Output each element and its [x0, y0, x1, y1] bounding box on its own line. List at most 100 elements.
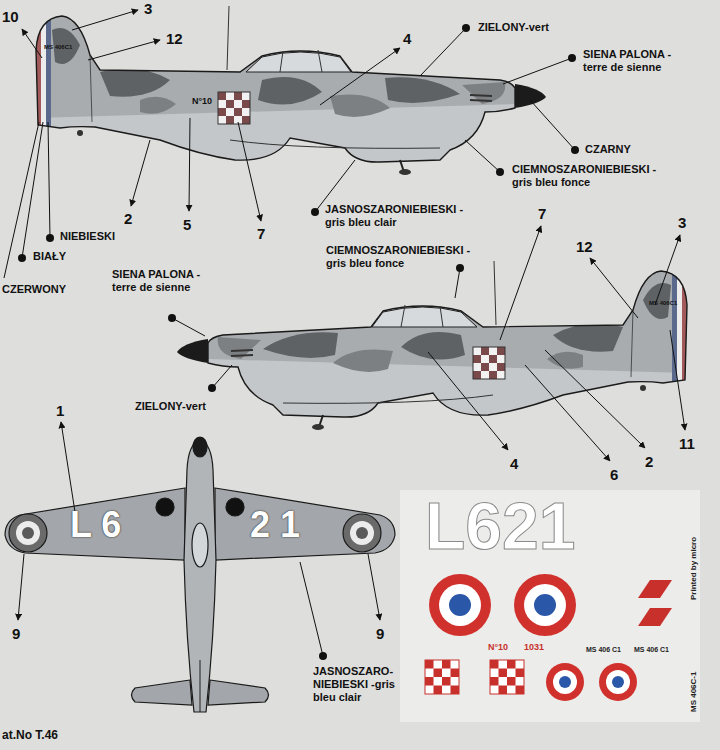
callout-number: 6	[610, 466, 618, 484]
illustration-part	[132, 680, 193, 705]
illustration-part	[356, 527, 368, 539]
illustration-part	[238, 122, 261, 221]
illustration-part	[638, 580, 672, 598]
aircraft-left-side	[36, 6, 546, 175]
illustration-part	[500, 226, 541, 340]
illustration-part	[638, 608, 672, 626]
callout-number: 2	[645, 453, 653, 471]
color-label: CZARNY	[585, 143, 631, 156]
illustration-part	[530, 100, 575, 150]
illustration-part	[496, 168, 504, 176]
callout-number: 9	[376, 625, 384, 643]
illustration-part	[22, 122, 43, 258]
color-label: SIENA PALONA -terre de sienne	[583, 48, 695, 74]
callout-number: 4	[403, 30, 411, 48]
callout-number: 1	[56, 402, 64, 420]
wing-marking: 2 1	[250, 507, 300, 543]
illustration-part	[559, 676, 571, 688]
illustration-part	[449, 594, 471, 616]
illustration-part	[599, 663, 637, 701]
illustration-part	[571, 146, 579, 154]
illustration-part	[545, 350, 645, 448]
leader-dots	[18, 24, 579, 660]
illustration-part	[590, 258, 638, 318]
illustration-part	[553, 670, 577, 694]
illustration-part	[215, 488, 395, 560]
illustration-part	[18, 254, 26, 262]
illustration-part	[670, 330, 685, 430]
illustration-part	[490, 660, 524, 694]
illustration-part	[524, 584, 566, 626]
illustration-part	[400, 490, 700, 722]
color-label: CZERWONY	[2, 283, 66, 296]
illustration-part	[514, 574, 576, 636]
wing-marking: L 6	[70, 507, 121, 543]
callout-number: 10	[2, 8, 19, 26]
aircraft-right-side	[177, 261, 687, 430]
illustration-part	[503, 58, 572, 84]
marking-text: MS 406C1	[649, 300, 677, 307]
illustration-part	[22, 29, 42, 58]
color-label: JASNOSZARONIEBIESKI -gris bleu clair	[325, 203, 475, 229]
callout-number: 4	[510, 455, 518, 473]
illustration-part	[193, 437, 207, 457]
illustration-part	[319, 652, 327, 660]
callout-number: 11	[679, 435, 695, 453]
leader-lines	[4, 10, 685, 656]
illustration-part	[5, 488, 185, 560]
illustration-part	[22, 527, 34, 539]
illustration-part	[48, 122, 50, 238]
illustration-part	[168, 314, 176, 322]
illustration-part	[72, 10, 138, 30]
callout-number: 5	[183, 216, 191, 234]
illustration-part	[131, 140, 150, 206]
decal-sheet	[400, 490, 700, 722]
illustration-part	[456, 264, 464, 272]
illustration-part	[200, 660, 201, 712]
callout-number: 3	[144, 0, 152, 18]
decal-text: MS 406 C1	[634, 646, 669, 654]
color-label: ZIELONY-vert	[478, 21, 549, 34]
marking-text: MS 406C1	[44, 44, 72, 51]
color-label: JASNOSZARO- NIEBIESKI -gris bleu clair	[313, 665, 413, 705]
illustration-part	[428, 352, 508, 450]
callout-number: 7	[257, 225, 265, 243]
color-label: SIENA PALONA -terre de sienne	[112, 268, 224, 294]
callout-number: 2	[124, 210, 132, 228]
illustration-part	[208, 680, 269, 705]
illustration-part	[184, 438, 216, 712]
illustration-part	[455, 268, 460, 298]
illustration-part	[425, 660, 459, 694]
illustration-part	[606, 670, 630, 694]
color-label: ZIELONY-vert	[135, 400, 206, 413]
illustration-part	[9, 514, 47, 552]
illustration-part	[16, 521, 40, 545]
illustration-part	[568, 54, 576, 62]
illustration-part	[368, 554, 380, 620]
decal-text: 1031	[524, 642, 544, 653]
illustration-part	[350, 521, 374, 545]
color-label: BIAŁY	[33, 250, 66, 263]
catalog-number: at.No T.46	[2, 728, 58, 742]
decal-text: MS 406 C1	[586, 646, 621, 654]
decal-text: L621	[425, 493, 575, 559]
callout-number: 7	[538, 205, 546, 223]
illustration-part	[320, 48, 400, 105]
illustration-part	[172, 318, 205, 336]
decal-text: Printed by micro	[689, 537, 699, 600]
illustration-part	[88, 40, 160, 60]
illustration-part	[226, 498, 244, 516]
callout-number: 3	[678, 214, 686, 232]
color-label: CIEMNOSZARONIEBIESKI -gris bleu fonce	[326, 244, 476, 270]
illustration-part	[429, 574, 491, 636]
illustration-part	[156, 498, 174, 516]
decal-text: MS 406C-1	[689, 672, 699, 712]
illustration-part	[546, 663, 584, 701]
callout-number: 12	[576, 238, 593, 256]
illustration-part	[343, 514, 381, 552]
illustration-part	[534, 594, 556, 616]
illustration-part	[192, 523, 208, 567]
